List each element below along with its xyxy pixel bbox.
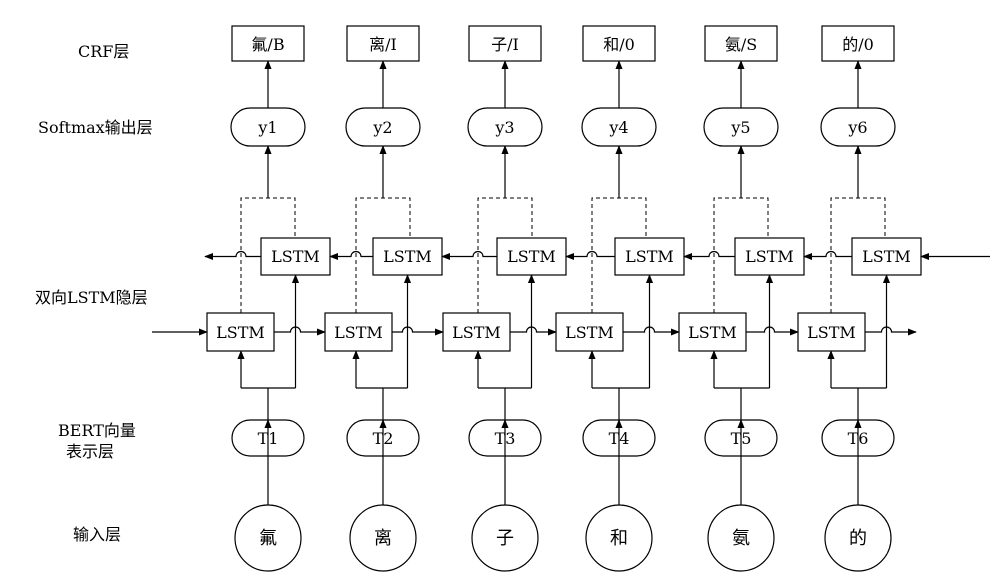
backward-recurrent-arrow — [329, 250, 373, 261]
forward-lstm-label: LSTM — [807, 323, 856, 342]
forward-lstm-cell — [442, 312, 511, 352]
softmax-output-label: y1 — [257, 118, 277, 137]
backward-recurrent-arrow — [683, 250, 735, 261]
crf-tag-box — [821, 25, 895, 62]
softmax-output-label: y2 — [372, 118, 392, 137]
backward-lstm-cell — [614, 237, 685, 276]
forward-lstm-label: LSTM — [565, 323, 614, 342]
backward-lstm-label: LSTM — [271, 247, 320, 266]
forward-lstm-label: LSTM — [688, 323, 737, 342]
crf-tag-label: 和/0 — [603, 35, 635, 54]
backward-recurrent-arrow — [803, 250, 852, 261]
softmax-output-label: y5 — [730, 118, 750, 137]
forward-recurrent-arrow — [392, 326, 444, 336]
forward-recurrent-arrow — [746, 326, 799, 336]
input-char: 的 — [849, 528, 867, 549]
forward-recurrent-arrow — [865, 326, 917, 336]
diagram-columns: 氟T1LSTMLSTMy1氟/B离T2LSTMLSTMy2离/I子T3LSTML… — [206, 25, 922, 572]
recurrent-flows — [152, 250, 990, 336]
input-char: 和 — [610, 528, 628, 549]
layer-label-softmax: Softmax输出层 — [38, 118, 153, 137]
layer-label-bilstm: 双向LSTM隐层 — [35, 288, 148, 307]
input-char: 氨 — [732, 528, 750, 549]
crf-tag-box — [582, 25, 656, 62]
crf-tag-label: 的/0 — [842, 35, 874, 54]
crf-tag-label: 氟/B — [251, 35, 284, 54]
backward-lstm-cell — [851, 237, 922, 276]
crf-tag-label: 氨/S — [725, 35, 757, 54]
forward-recurrent-arrow — [623, 326, 680, 336]
forward-recurrent-arrow — [510, 326, 557, 336]
backward-lstm-label: LSTM — [625, 247, 674, 266]
softmax-output-label: y3 — [494, 118, 514, 137]
crf-tag-label: 离/I — [369, 35, 397, 54]
input-char: 氟 — [259, 528, 277, 549]
backward-lstm-label: LSTM — [862, 247, 911, 266]
backward-recurrent-arrow — [441, 250, 497, 261]
backward-lstm-label: LSTM — [383, 247, 432, 266]
input-char: 离 — [374, 528, 392, 549]
forward-lstm-label: LSTM — [216, 323, 265, 342]
forward-lstm-cell — [555, 312, 624, 352]
softmax-output-label: y4 — [608, 118, 628, 137]
layer-label-bert-line1: BERT向量 — [58, 421, 136, 440]
crf-tag-box — [346, 25, 420, 62]
input-char: 子 — [496, 528, 514, 549]
backward-lstm-label: LSTM — [745, 247, 794, 266]
backward-lstm-label: LSTM — [507, 247, 556, 266]
forward-lstm-label: LSTM — [334, 323, 383, 342]
backward-recurrent-arrow — [565, 250, 615, 261]
layer-label-input: 输入层 — [73, 525, 121, 544]
forward-recurrent-arrow — [274, 326, 326, 336]
crf-tag-box — [704, 25, 778, 62]
forward-lstm-label: LSTM — [452, 323, 501, 342]
backward-recurrent-arrow — [204, 250, 261, 261]
softmax-output-label: y6 — [847, 118, 867, 137]
layer-label-bert-line2: 表示层 — [66, 442, 114, 461]
crf-tag-box — [468, 25, 542, 62]
crf-tag-box — [231, 25, 305, 62]
crf-tag-label: 子/I — [491, 35, 519, 54]
layer-label-crf: CRF层 — [78, 42, 129, 61]
forward-lstm-cell — [324, 312, 393, 352]
